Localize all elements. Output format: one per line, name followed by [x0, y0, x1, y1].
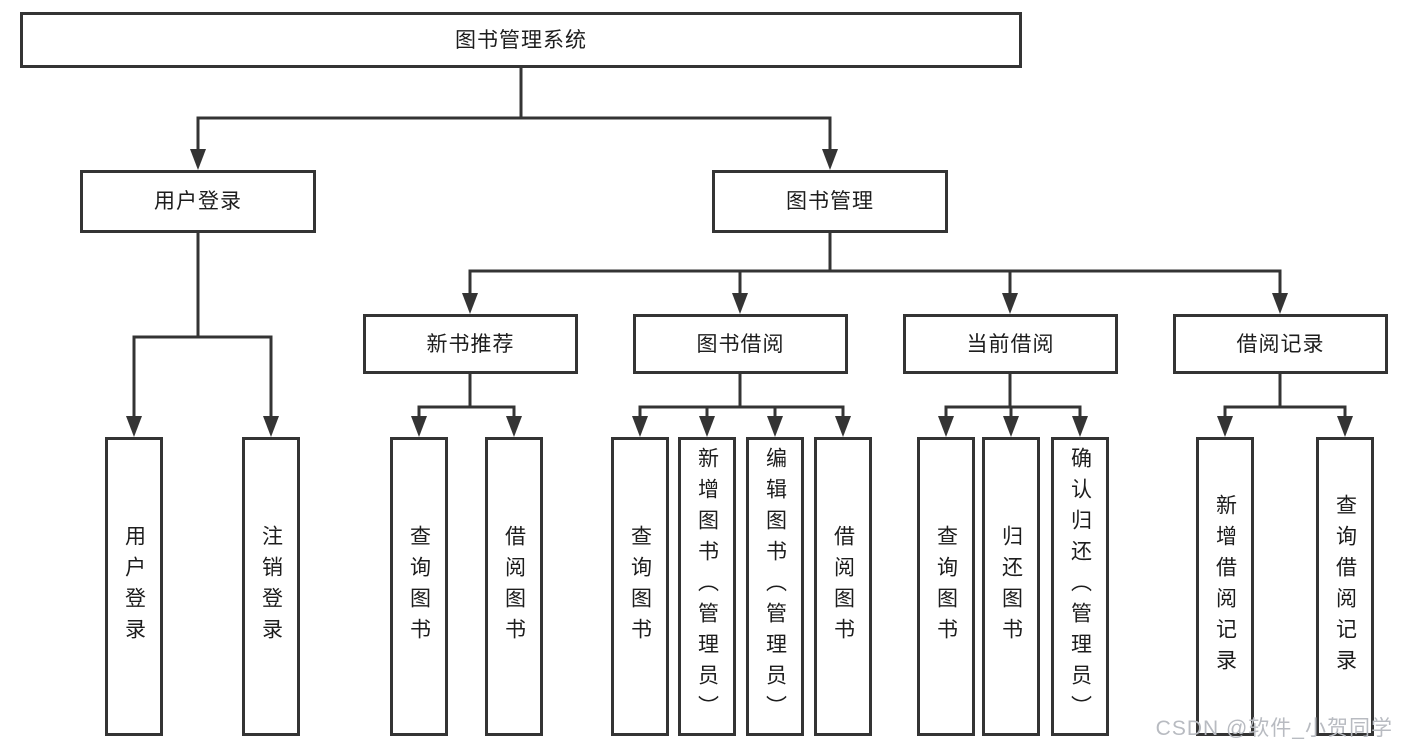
node-borrow-record: 借阅记录 — [1173, 314, 1388, 374]
leaf-borrow-books-recommend: 借阅图书 — [485, 437, 543, 736]
leaf-return-books: 归还图书 — [982, 437, 1040, 736]
leaf-query-borrow-record: 查询借阅记录 — [1316, 437, 1374, 736]
leaf-borrow-books-borrow: 借阅图书 — [814, 437, 872, 736]
leaf-query-books-current: 查询图书 — [917, 437, 975, 736]
node-book-borrow: 图书借阅 — [633, 314, 848, 374]
leaf-edit-books-admin: 编辑图书（管理员） — [746, 437, 804, 736]
csdn-watermark: CSDN @软件_小贺同学 — [1155, 717, 1393, 740]
leaf-user-login: 用户登录 — [105, 437, 163, 736]
node-new-book-recommend: 新书推荐 — [363, 314, 578, 374]
arrowheads — [126, 149, 1353, 437]
node-root: 图书管理系统 — [20, 12, 1022, 68]
leaf-logout-login: 注销登录 — [242, 437, 300, 736]
leaf-query-books-borrow: 查询图书 — [611, 437, 669, 736]
leaf-confirm-return-admin: 确认归还（管理员） — [1051, 437, 1109, 736]
node-book-management: 图书管理 — [712, 170, 948, 233]
leaf-add-borrow-record: 新增借阅记录 — [1196, 437, 1254, 736]
leaf-query-books-recommend: 查询图书 — [390, 437, 448, 736]
node-user-login: 用户登录 — [80, 170, 316, 233]
leaf-add-books-admin: 新增图书（管理员） — [678, 437, 736, 736]
node-current-borrow: 当前借阅 — [903, 314, 1118, 374]
